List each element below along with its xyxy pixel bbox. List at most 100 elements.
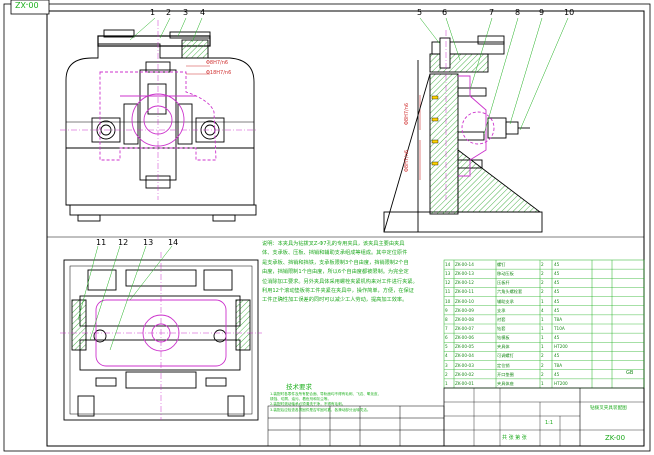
title-scale: 1:1 — [545, 420, 554, 426]
balloon-3: 3 — [183, 8, 189, 17]
description-line: 由度，挡销限制1个自由度，所以6个自由度都被限制。为完全定 — [262, 269, 409, 276]
balloon-4: 4 — [200, 8, 206, 17]
bom-row: 10 ZK-00-10 辅助支承 1 45 — [444, 297, 644, 306]
tolerance-note-3: Φ8H7/n6 — [404, 102, 410, 125]
title-name: 钻拨叉夹具装配图 — [590, 406, 627, 411]
description-line: 是支承板、挡销和挡铁，支承板限制3个自由度，挡销限制2个自 — [262, 259, 409, 266]
outer-frame — [3, 3, 651, 452]
bom-cell-no: 10 — [445, 298, 451, 304]
bom-cell-name: 移动压板 — [497, 271, 514, 277]
bom-cell-no: 14 — [445, 262, 451, 267]
bom-cell-code: ZK-00-12 — [455, 280, 474, 286]
balloon-8: 8 — [515, 8, 521, 17]
front-view — [65, 29, 257, 222]
bom-cell-no: 4 — [445, 353, 448, 359]
bom-cell-code: ZK-00-04 — [455, 353, 474, 359]
bom-cell-no: 8 — [445, 316, 448, 322]
bom-cell-qty: 1 — [541, 298, 544, 304]
bom-cell-name: 压板杆 — [497, 280, 510, 286]
bom-cell-name: 可调螺钉 — [497, 353, 514, 359]
bom-cell-mat: 45 — [554, 298, 560, 304]
bom-cell-mat: 45 — [554, 262, 560, 267]
bom-cell-mat: 45 — [554, 353, 560, 359]
bom-cell-code: ZK-00-06 — [455, 335, 474, 341]
workpiece-side — [445, 30, 495, 200]
bom-cell-name: 夹具体座 — [497, 380, 514, 386]
bom-cell-qty: 2 — [541, 353, 544, 359]
bom-cell-name: 六角头螺栓套 — [497, 289, 523, 295]
tolerance-markers — [186, 65, 421, 180]
balloon-6: 6 — [442, 8, 448, 17]
workpiece-top — [60, 252, 262, 420]
balloon-2: 2 — [166, 8, 172, 17]
title-block — [443, 387, 645, 447]
bom-row: 5 ZK-00-05 夹具体 1 HT200 — [444, 342, 644, 351]
bom-cell-qty: 4 — [541, 307, 544, 313]
title-sheet: 共 张 第 张 — [502, 435, 527, 441]
side-bushing-details — [431, 95, 439, 166]
bom-cell-name: 螺钉 — [497, 262, 506, 267]
bom-cell-name: 辅助支承 — [497, 298, 514, 304]
bom-cell-no: 1 — [445, 380, 448, 386]
title-block-left — [267, 405, 445, 447]
bom-cell-name: 夹具体 — [497, 344, 510, 350]
bom-cell-mat: HT200 — [554, 344, 568, 350]
bom-cell-qty: 2 — [541, 271, 544, 277]
bom-cell-qty: 2 — [541, 371, 544, 377]
bom-cell-code: ZK-00-07 — [455, 326, 474, 331]
bom-cell-mat: 45 — [554, 271, 560, 277]
tech-line: 锈蚀、切屑、油污、着色剂和灰尘等。 — [270, 397, 332, 402]
bom-cell-code: ZK-00-05 — [455, 344, 474, 350]
bom-cell-mat: HT200 — [554, 380, 568, 386]
bom-cell-qty: 2 — [541, 362, 544, 368]
bom-cell-no: 3 — [445, 362, 448, 368]
bom-cell-no: 12 — [445, 280, 451, 286]
balloon-14: 14 — [168, 238, 179, 247]
bom-cell-no: 9 — [445, 307, 448, 313]
bom-cell-no: 13 — [445, 271, 451, 277]
tech-line: 2.装配时滚动轴承必须清洗干净，不得有毛刺。 — [270, 402, 346, 407]
description-line: 工件正确性加工误差的同时可以减少工人劳动，提高加工效率。 — [262, 297, 408, 304]
bom-cell-name: 钻套 — [497, 326, 506, 331]
tolerance-note-2: Φ18H7/n6 — [206, 70, 232, 76]
balloon-12: 12 — [118, 238, 129, 247]
description-block: 说明：本夹具为钻拨叉Z-Φ7孔的专用夹具，该夹具主要由夹具 体、支承板、压板、挡… — [262, 240, 442, 306]
bom-cell-qty: 1 — [541, 316, 544, 322]
balloon-9: 9 — [539, 8, 545, 17]
bom-mark: GB — [626, 370, 634, 376]
bom-cell-qty: 1 — [541, 326, 544, 331]
balloon-7: 7 — [489, 8, 495, 17]
leader-lines — [77, 17, 569, 351]
bom-cell-qty: 2 — [541, 289, 544, 295]
top-view — [63, 259, 259, 421]
bom-cell-no: 6 — [445, 335, 448, 341]
centerlines-front — [60, 20, 258, 200]
bom-cell-qty: 2 — [541, 280, 544, 286]
bom-cell-mat: T10A — [554, 326, 565, 331]
bom-cell-name: 衬套 — [497, 316, 506, 322]
bom-cell-qty: 1 — [541, 344, 544, 350]
side-view — [383, 35, 543, 233]
bom-cell-name: 定位销 — [497, 362, 510, 368]
bom-row-lines — [444, 268, 644, 380]
tech-block: 1.装配时各零件及所有配合面、导轨面均不得有毛刺、飞边、氧化皮、 锈蚀、切屑、油… — [270, 392, 442, 413]
description-line: 说明：本夹具为钻拨叉Z-Φ7孔的专用夹具，该夹具主要由夹具 — [262, 241, 405, 247]
bom-cell-code: ZK-00-10 — [455, 298, 474, 304]
corner-label: 00-XZ — [15, 0, 39, 9]
bom-cell-mat: 45 — [554, 335, 560, 341]
tolerance-note-1: Φ8H7/n6 — [206, 60, 229, 66]
bom-cell-no: 11 — [445, 289, 451, 295]
bom-cell-qty: 2 — [541, 262, 544, 267]
bom-cell-mat: T8A — [554, 316, 563, 322]
bom-cell-no: 5 — [445, 344, 448, 350]
